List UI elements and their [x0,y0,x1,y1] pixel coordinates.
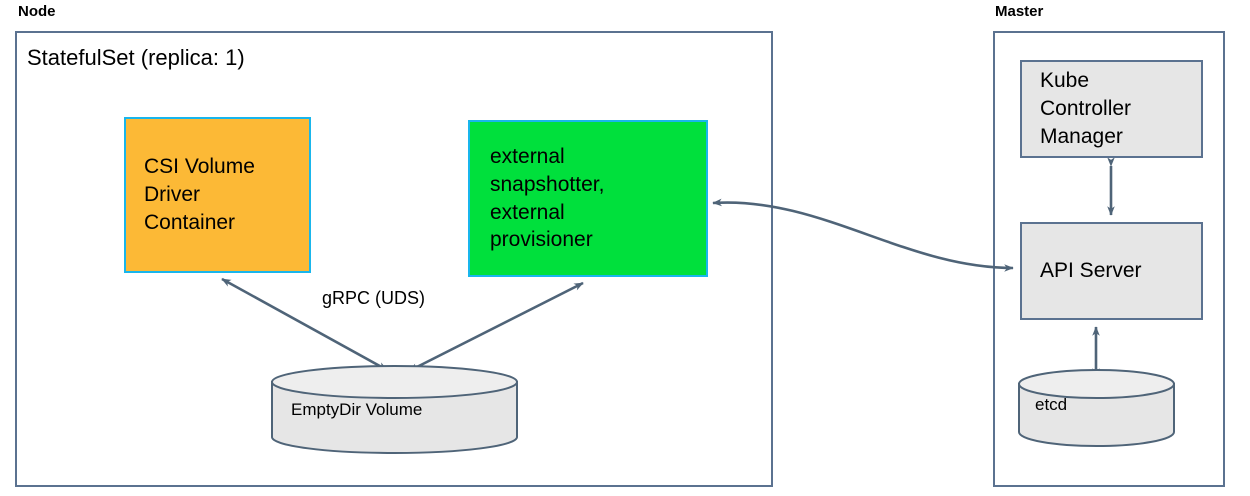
sidecar-box-line-4: provisioner [490,228,593,252]
kube-controller-manager-box[interactable]: Kube Controller Manager [1020,60,1203,158]
zone-label-master: Master [995,3,1044,20]
kcm-box-line-2: Controller [1040,97,1132,121]
sidecar-box-line-1: external [490,144,565,168]
csi-box-line-3: Container [144,210,236,234]
csi-volume-driver-container-box[interactable]: CSI Volume Driver Container [124,117,311,273]
external-snapshotter-provisioner-box[interactable]: external snapshotter, external provision… [468,120,708,277]
zone-label-node: Node [18,3,56,20]
sidecar-box-line-3: external [490,200,565,224]
grpc-uds-label: gRPC (UDS) [322,288,426,308]
etcd-label: etcd [1035,395,1068,414]
sidecar-box-line-2: snapshotter, [490,172,605,196]
api-server-box-line-1: API Server [1040,259,1142,283]
kcm-box-line-3: Manager [1040,124,1123,148]
statefulset-title: StatefulSet (replica: 1) [27,45,245,70]
kcm-box-line-1: Kube [1040,69,1090,93]
emptydir-volume-label: EmptyDir Volume [291,400,423,419]
api-server-box[interactable]: API Server [1020,222,1203,320]
csi-box-line-2: Driver [144,183,200,207]
csi-box-line-1: CSI Volume [144,155,255,179]
